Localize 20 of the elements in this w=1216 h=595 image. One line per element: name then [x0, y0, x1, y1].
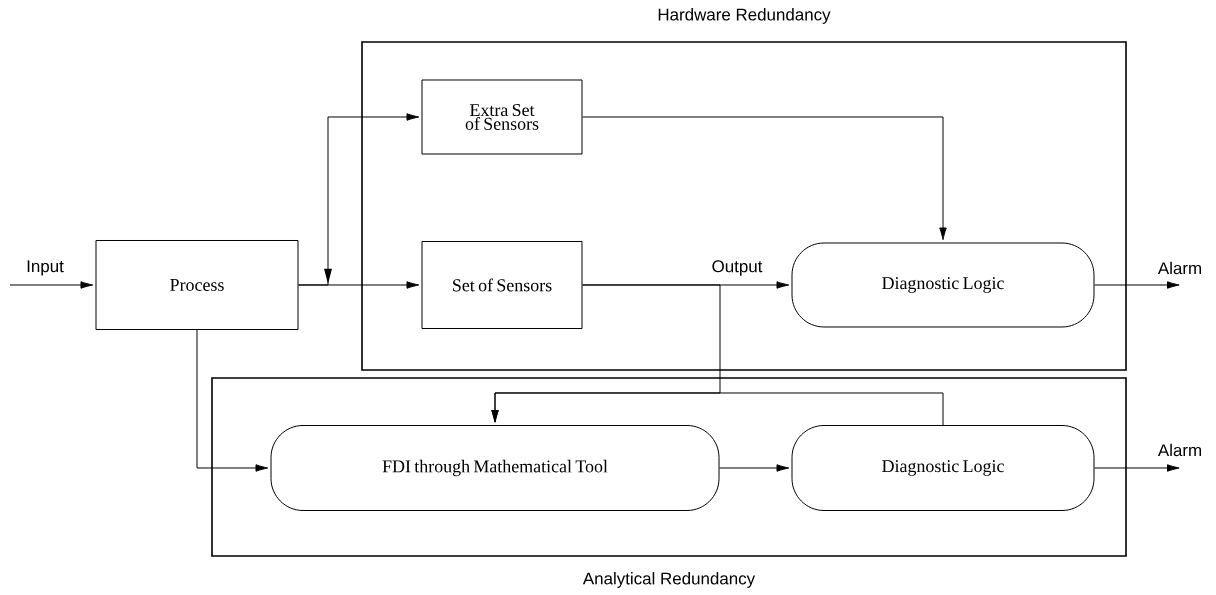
edge-label: Alarm	[1156, 260, 1204, 276]
process-box: Extra Set of Sensors	[421, 79, 583, 155]
arrow	[491, 392, 944, 426]
arrow	[1094, 464, 1180, 472]
group-heading: Hardware Redundancy	[658, 8, 831, 24]
edge-label: Output	[710, 259, 764, 277]
rounded-box: Diagnostic Logic	[791, 425, 1095, 511]
edge-label: Alarm	[1156, 442, 1204, 458]
group-heading: Analytical Redundancy	[582, 572, 756, 588]
edge-label: Input	[25, 259, 65, 277]
arrow	[719, 464, 790, 472]
arrow	[1094, 281, 1180, 289]
rounded-box: FDI through Mathematical Tool	[270, 425, 720, 511]
arrow	[298, 113, 420, 286]
arrow	[582, 116, 947, 241]
arrow	[9, 281, 94, 289]
rounded-box: Diagnostic Logic	[791, 242, 1095, 328]
process-box: Set of Sensors	[421, 241, 583, 329]
process-box: Process	[95, 240, 299, 330]
arrow	[196, 329, 269, 472]
